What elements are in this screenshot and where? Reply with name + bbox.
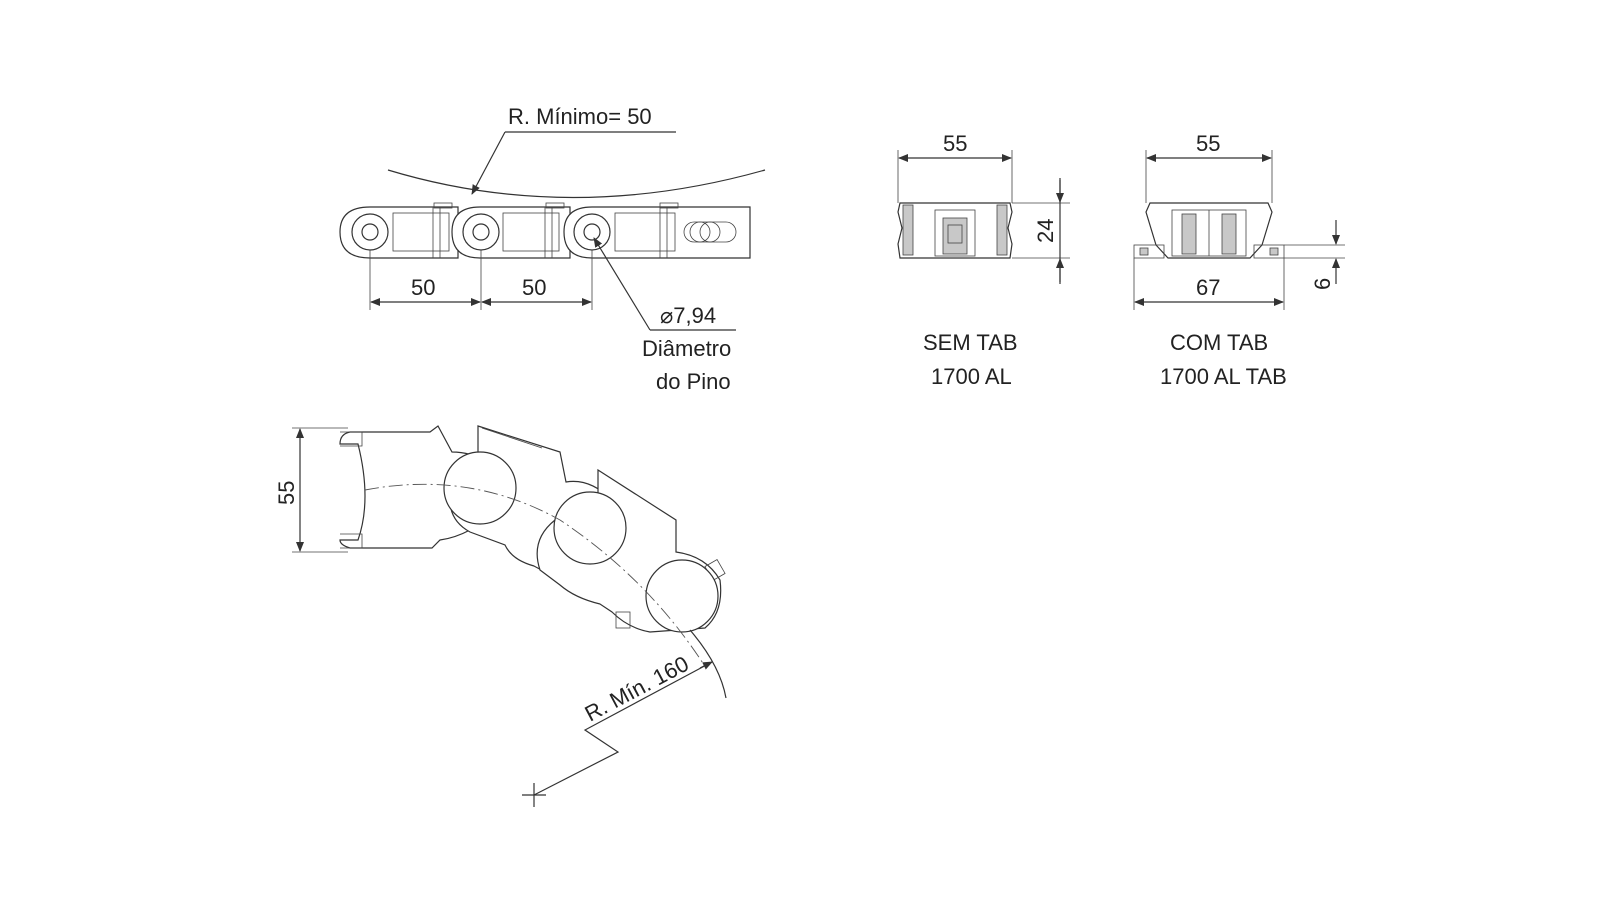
chain-link-2: [451, 202, 571, 259]
chain-link-1: [339, 202, 459, 259]
com-tab-caption-1: COM TAB: [1170, 330, 1268, 355]
pitch-dimension-1: 50: [411, 275, 435, 300]
sem-tab-caption-1: SEM TAB: [923, 330, 1018, 355]
min-radius-label: R. Mín. 160: [581, 651, 693, 726]
side-width-dim: 55: [274, 481, 299, 505]
pin-diameter-value: ⌀7,94: [660, 303, 716, 328]
pin-diameter-label-1: Diâmetro: [642, 336, 731, 361]
sem-tab-width-dim: 55: [943, 131, 967, 156]
pitch-dimension-2: 50: [522, 275, 546, 300]
sem-tab-view: 55 24 SEM TAB 1700 AL: [897, 131, 1070, 389]
com-tab-tab-height-dim: 6: [1310, 278, 1335, 290]
chain-top-view: R. Mínimo= 50: [339, 104, 766, 394]
sem-tab-height-dim: 24: [1033, 219, 1058, 243]
chain-link-3: [563, 202, 751, 259]
minimum-radius-arc: [387, 169, 766, 199]
chain-side-flex-view: 55 R. Mín. 160: [274, 425, 727, 807]
pin-diameter-label-2: do Pino: [656, 369, 731, 394]
sem-tab-caption-2: 1700 AL: [931, 364, 1012, 389]
minimum-radius-label: R. Mínimo= 50: [508, 104, 652, 129]
com-tab-caption-2: 1700 AL TAB: [1160, 364, 1287, 389]
com-tab-total-width-dim: 67: [1196, 275, 1220, 300]
min-radius-arc: [689, 629, 727, 699]
com-tab-view: 55 67 6 COM TAB 1700 AL TAB: [1133, 131, 1345, 389]
com-tab-width-dim: 55: [1196, 131, 1220, 156]
